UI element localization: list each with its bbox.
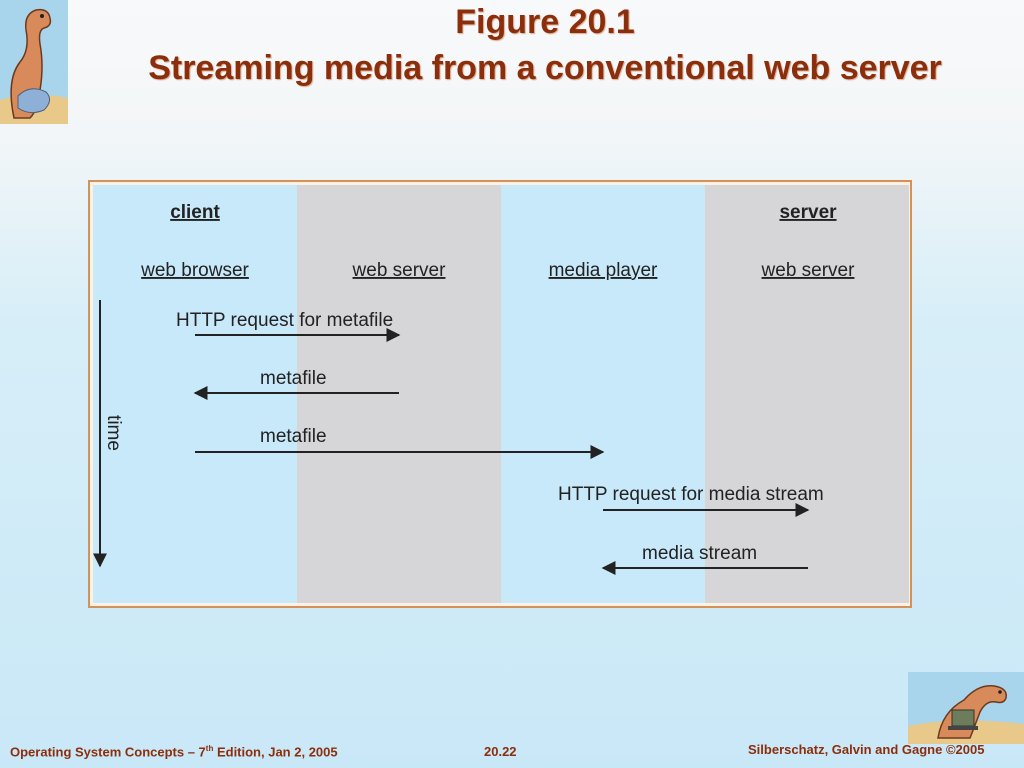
footer-left-suffix: Edition, Jan 2, 2005 — [213, 744, 338, 760]
footer-slide-number: 20.22 — [484, 744, 517, 759]
dinosaur-logo-bottom-right — [908, 672, 1024, 744]
group-label-client: client — [170, 202, 220, 223]
time-axis-label: time — [103, 415, 124, 451]
message-label-http-request-metafile: HTTP request for metafile — [176, 310, 393, 331]
footer-course-info: Operating System Concepts – 7th Edition,… — [10, 744, 338, 764]
column-label-server-web-server: web server — [761, 260, 856, 281]
footer-left-sup: th — [205, 744, 214, 753]
message-label-metafile-return: metafile — [260, 368, 327, 389]
title-line-1: Figure 20.1 — [455, 3, 635, 41]
message-label-media-stream: media stream — [642, 543, 757, 564]
column-media-player — [501, 185, 705, 603]
column-label-media-player: media player — [549, 260, 658, 281]
message-label-http-request-media-stream: HTTP request for media stream — [558, 484, 824, 505]
message-label-metafile-forward: metafile — [260, 426, 327, 447]
column-label-web-browser: web browser — [140, 260, 249, 281]
footer-copyright: Silberschatz, Galvin and Gagne ©2005 — [748, 742, 985, 757]
dinosaur-logo-top-left — [0, 0, 68, 124]
column-server-web-server — [705, 185, 909, 603]
slide-title: Figure 20.1 Streaming media from a conve… — [100, 0, 990, 92]
footer-left-prefix: Operating System Concepts – 7 — [10, 744, 206, 760]
group-label-server: server — [779, 202, 837, 223]
column-label-client-web-server: web server — [352, 260, 447, 281]
title-line-2: Streaming media from a conventional web … — [148, 49, 942, 87]
